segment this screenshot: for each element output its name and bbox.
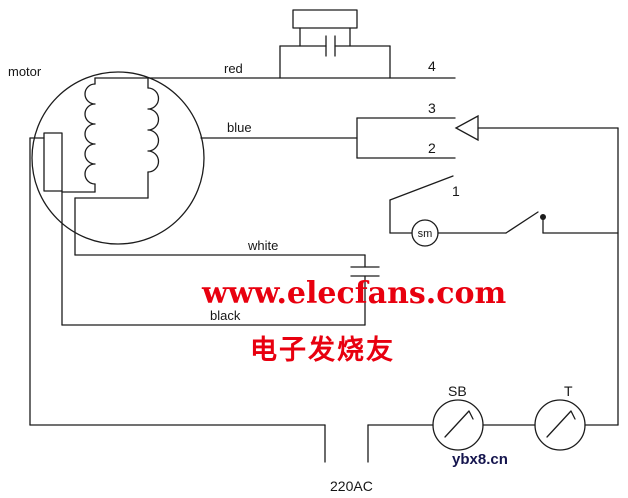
winding-coil — [147, 87, 160, 173]
wire-label-white: white — [247, 238, 278, 253]
supply-voltage-label: 220AC — [330, 478, 373, 494]
watermarks-group: www.elecfans.com 电子发烧友 ybx8.cn — [201, 276, 508, 468]
sm-label: sm — [418, 228, 433, 240]
start-components-group — [279, 9, 391, 79]
watermark-url: www.elecfans.com — [201, 276, 507, 311]
motor-label: motor — [8, 64, 42, 79]
t-label: T — [564, 383, 573, 399]
terminal-1-label: 1 — [452, 183, 460, 199]
wire-label-black: black — [210, 308, 241, 323]
terminal-3-label: 3 — [428, 100, 436, 116]
capacitor-icon — [350, 266, 380, 277]
position-1-contact — [389, 175, 454, 201]
t-switch-circle — [534, 399, 586, 451]
t-switch-contact-icon — [546, 410, 576, 438]
terminal-4-label: 4 — [428, 58, 436, 74]
switch-arm — [505, 211, 539, 234]
protector-box — [292, 9, 358, 29]
power-circuit-group: 220AC SB T — [29, 383, 619, 494]
thermal-protector-box — [43, 132, 63, 192]
wire-label-red: red — [224, 61, 243, 76]
watermark-corner-tag: ybx8.cn — [452, 451, 508, 468]
swing-motor-group: sm — [389, 211, 619, 247]
selector-switch-group: 4 3 2 1 — [356, 58, 619, 426]
sb-switch-circle — [432, 399, 484, 451]
motor-group: motor — [8, 64, 205, 426]
selector-arrow-icon — [454, 114, 479, 142]
sb-label: SB — [448, 383, 467, 399]
motor-circle — [31, 71, 205, 245]
sb-switch-contact-icon — [444, 410, 474, 438]
wire-label-blue: blue — [227, 120, 252, 135]
wires-group: red blue white black — [61, 61, 456, 326]
watermark-site-name: 电子发烧友 — [250, 334, 395, 365]
capacitor-icon — [325, 35, 336, 57]
winding-coil — [84, 83, 96, 185]
run-capacitor-group — [350, 254, 380, 326]
terminal-2-label: 2 — [428, 140, 436, 156]
